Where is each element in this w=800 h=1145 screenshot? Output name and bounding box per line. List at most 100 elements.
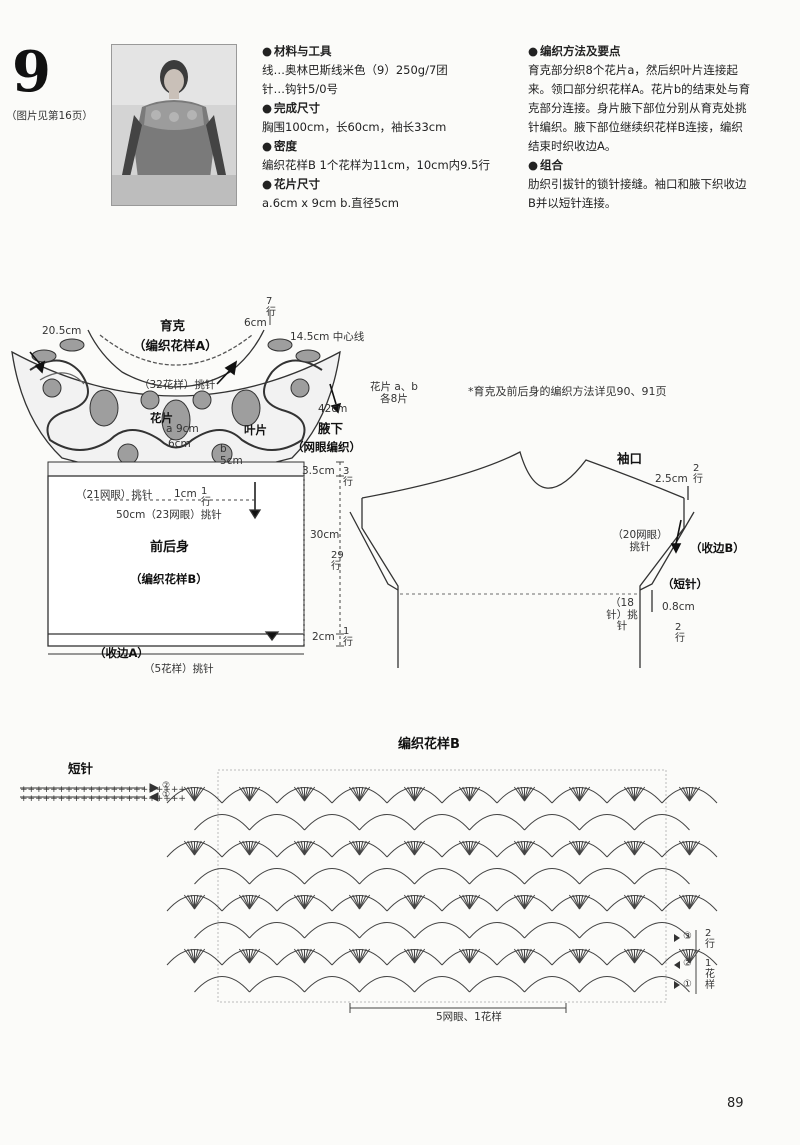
body-rows: 29行 xyxy=(331,550,344,572)
chain-arch xyxy=(304,976,360,993)
shell-stitch xyxy=(630,894,635,910)
shell-stitch xyxy=(458,948,470,964)
chain-arch xyxy=(194,814,250,831)
shell-stitch xyxy=(469,786,481,802)
shell-stitch xyxy=(355,786,360,802)
shell-stitch xyxy=(352,894,360,910)
shell-stitch xyxy=(414,786,426,802)
shell-stitch xyxy=(579,894,584,910)
shell-stitch xyxy=(682,840,690,856)
shell-stitch xyxy=(572,840,580,856)
shell-stitch xyxy=(249,786,254,802)
pattern-b-stitches xyxy=(166,786,718,993)
shell-stitch xyxy=(458,786,470,802)
shell-stitch xyxy=(513,786,525,802)
shell-stitch xyxy=(410,894,415,910)
shell-stitch xyxy=(568,894,580,910)
shell-stitch xyxy=(414,786,419,802)
shell-stitch xyxy=(579,840,591,856)
chain-arch xyxy=(359,976,415,993)
shell-stitch xyxy=(689,948,694,964)
shell-stitch xyxy=(689,948,701,964)
shell-stitch xyxy=(513,840,525,856)
shell-stitch xyxy=(462,894,470,910)
shell-stitch xyxy=(194,948,199,964)
shell-stitch xyxy=(359,948,364,964)
chain-arch xyxy=(249,868,305,885)
chain-arch xyxy=(634,868,690,885)
shell-stitch xyxy=(348,894,360,910)
shell-stitch xyxy=(524,948,529,964)
shell-stitch xyxy=(469,840,481,856)
chart-b-bottom-label: 5网眼、1花样 xyxy=(436,1011,502,1023)
shell-stitch xyxy=(462,948,470,964)
shell-stitch xyxy=(524,840,529,856)
yoke-motif: 花片 xyxy=(150,411,173,425)
shell-stitch xyxy=(407,894,415,910)
shell-stitch xyxy=(517,894,525,910)
shell-stitch xyxy=(579,948,584,964)
shell-stitch xyxy=(359,948,371,964)
shell-stitch xyxy=(245,894,250,910)
shell-stitch xyxy=(678,786,690,802)
shell-stitch xyxy=(579,840,584,856)
pattern-b-chart xyxy=(217,769,667,1003)
materials-line: 线…奥林巴斯线米色（9）250g/7团 xyxy=(262,63,448,77)
sleeve-sc-rows: 2行 xyxy=(675,622,685,644)
shell-stitch xyxy=(304,948,316,964)
shell-stitch xyxy=(623,786,635,802)
shell-stitch xyxy=(245,786,250,802)
cuff-rows: 2行 xyxy=(693,463,703,485)
shell-stitch xyxy=(359,840,364,856)
chain-arch xyxy=(304,922,360,939)
chain-arch xyxy=(194,868,250,885)
shell-stitch xyxy=(304,948,309,964)
shell-stitch xyxy=(678,948,690,964)
underarm-height: 3.5cm xyxy=(302,465,335,477)
finished-size-line: 胸围100cm，长60cm，袖长33cm xyxy=(262,120,447,134)
body-pickup: （21网眼）挑针 xyxy=(76,489,153,501)
shell-stitch xyxy=(238,894,250,910)
shell-stitch xyxy=(623,840,635,856)
shell-stitch xyxy=(572,948,580,964)
shell-stitch xyxy=(568,786,580,802)
chain-arch xyxy=(249,976,305,993)
chain-arch xyxy=(304,868,360,885)
chain-arch xyxy=(634,922,690,939)
shell-stitch xyxy=(304,840,309,856)
shell-stitch xyxy=(410,948,415,964)
motif-b-diameter: 5cm xyxy=(220,455,243,467)
underarm-title: 腋下 xyxy=(318,421,344,436)
shell-stitch xyxy=(410,840,415,856)
shell-stitch xyxy=(678,894,690,910)
yoke-title: 育克 xyxy=(160,318,186,333)
hem-label: （收边A） xyxy=(94,646,149,660)
shell-stitch xyxy=(187,840,195,856)
shell-stitch xyxy=(689,840,694,856)
shell-stitch xyxy=(297,894,305,910)
shell-stitch xyxy=(359,786,371,802)
shell-stitch xyxy=(249,948,254,964)
shell-stitch xyxy=(293,948,305,964)
shell-stitch xyxy=(194,840,199,856)
short-stitch-row2: ② xyxy=(162,781,171,791)
shell-stitch xyxy=(689,786,701,802)
yoke-top-rows: 7行 xyxy=(266,296,276,318)
shell-stitch xyxy=(242,786,250,802)
shell-stitch xyxy=(359,840,371,856)
shell-stitch xyxy=(194,786,206,802)
shell-stitch xyxy=(245,948,250,964)
shell-stitch xyxy=(403,948,415,964)
chart-b-title: 编织花样B xyxy=(398,737,460,752)
shell-stitch xyxy=(685,948,690,964)
shell-stitch xyxy=(403,894,415,910)
shell-stitch xyxy=(627,894,635,910)
chain-arch xyxy=(579,976,635,993)
shell-stitch xyxy=(355,840,360,856)
svg-text:++++++++++++++++++++++: ++++++++++++++++++++++ xyxy=(20,785,186,795)
shell-stitch xyxy=(194,894,199,910)
shell-stitch xyxy=(249,840,261,856)
shell-stitch xyxy=(304,894,309,910)
yoke-center-line: 14.5cm 中心线 xyxy=(290,331,365,343)
